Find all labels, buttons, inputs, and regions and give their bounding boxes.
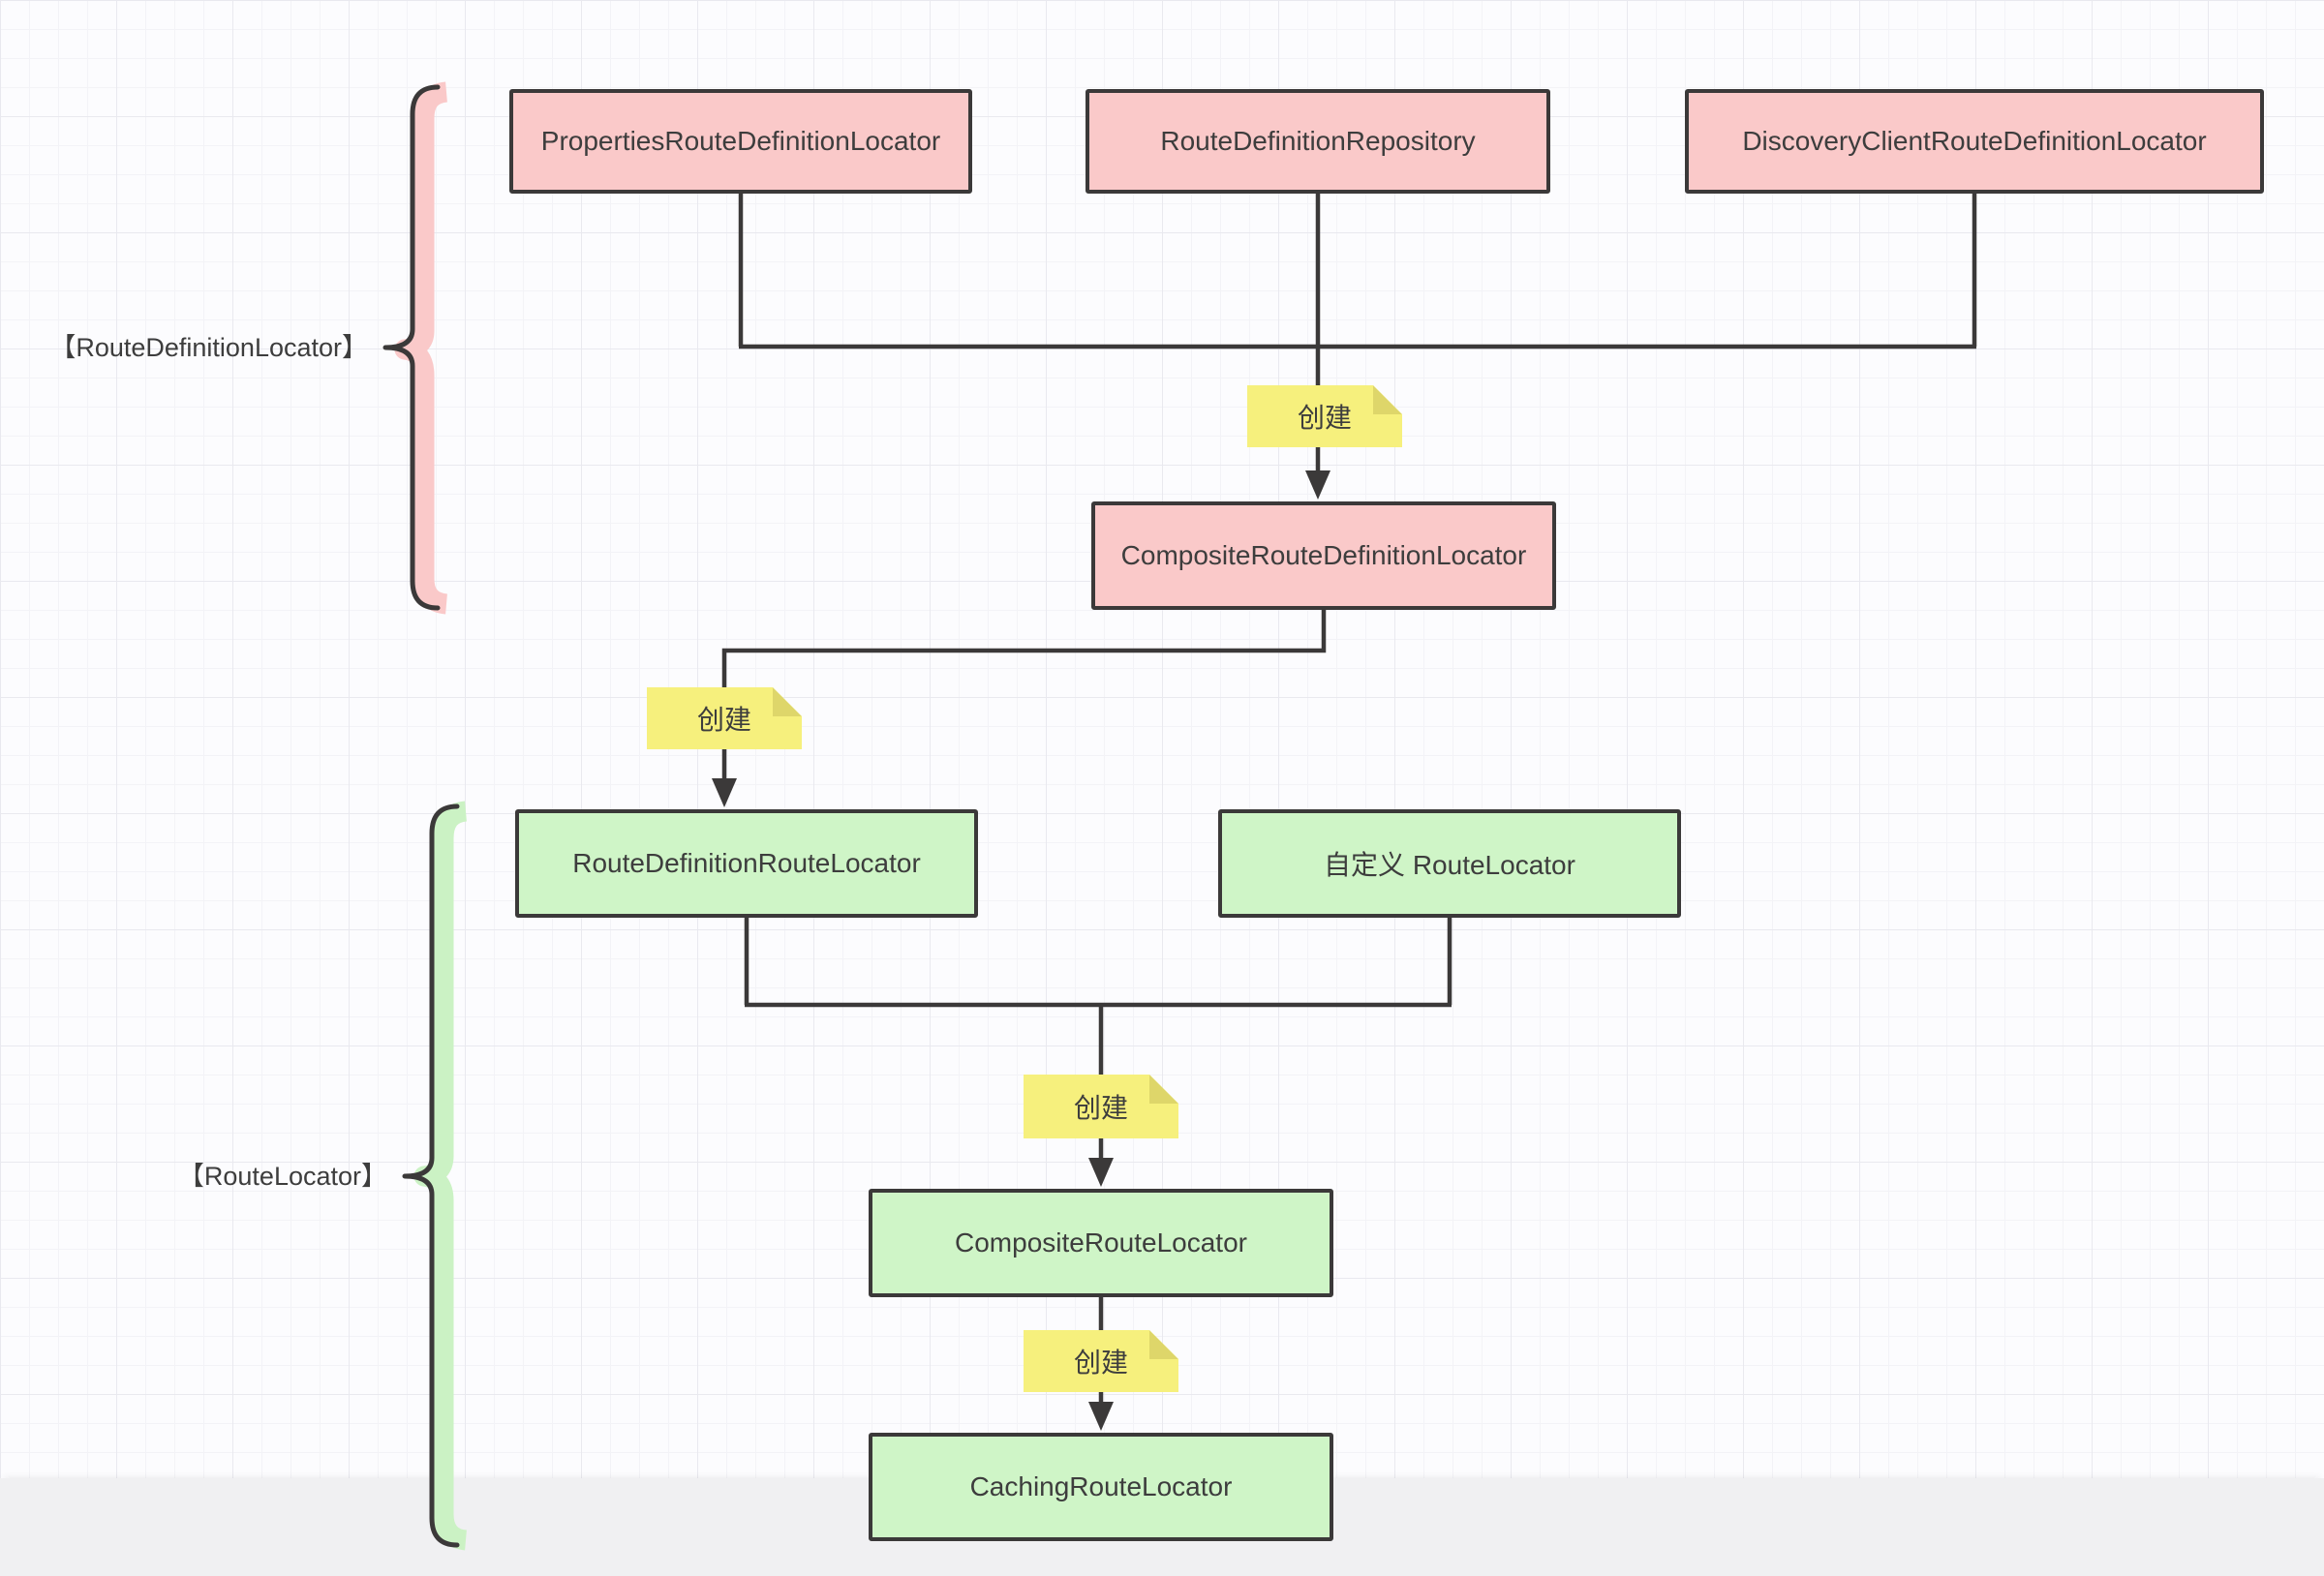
node-label: CompositeRouteDefinitionLocator <box>1120 540 1527 570</box>
group-label-route-definition-locator: 【RouteDefinitionLocator】 <box>49 333 368 362</box>
note-create-2-label: 创建 <box>696 705 751 735</box>
node-label: DiscoveryClientRouteDefinitionLocator <box>1742 126 2207 156</box>
brace-route-definition-locator <box>382 84 441 611</box>
node-properties-route-definition-locator: PropertiesRouteDefinitionLocator <box>509 89 972 194</box>
node-label: RouteDefinitionRepository <box>1160 126 1476 156</box>
arrowhead-to-composite-definition <box>1305 470 1330 500</box>
arrowhead-to-composite-route <box>1088 1158 1114 1187</box>
node-composite-route-locator: CompositeRouteLocator <box>869 1189 1333 1297</box>
brace-route-locator <box>402 803 460 1548</box>
note-create-2: 创建 <box>647 687 802 749</box>
connector-top-group <box>738 194 1977 472</box>
node-composite-route-definition-locator: CompositeRouteDefinitionLocator <box>1091 501 1556 610</box>
node-route-definition-repository: RouteDefinitionRepository <box>1086 89 1550 194</box>
note-create-4-label: 创建 <box>1073 1348 1128 1378</box>
note-create-1: 创建 <box>1247 385 1402 447</box>
node-label: 自定义 RouteLocator <box>1324 850 1575 880</box>
node-label: CompositeRouteLocator <box>955 1227 1247 1258</box>
group-label-route-locator: 【RouteLocator】 <box>177 1162 387 1191</box>
note-create-3: 创建 <box>1024 1075 1178 1138</box>
node-caching-route-locator: CachingRouteLocator <box>869 1433 1333 1541</box>
note-create-4: 创建 <box>1024 1330 1178 1392</box>
node-label: PropertiesRouteDefinitionLocator <box>540 126 941 156</box>
note-create-3-label: 创建 <box>1073 1093 1128 1123</box>
node-label: CachingRouteLocator <box>969 1471 1233 1501</box>
node-label: RouteDefinitionRouteLocator <box>572 848 921 878</box>
node-route-definition-route-locator: RouteDefinitionRouteLocator <box>515 809 978 918</box>
brace-green-band <box>413 801 468 1551</box>
connector-definition-to-routelocator <box>721 610 1327 780</box>
note-create-1-label: 创建 <box>1297 403 1352 433</box>
arrowhead-to-route-definition-route <box>712 778 737 807</box>
node-discovery-client-route-definition-locator: DiscoveryClientRouteDefinitionLocator <box>1685 89 2264 194</box>
node-custom-route-locator: 自定义 RouteLocator <box>1218 809 1681 918</box>
connector-routelocator-group <box>744 918 1452 1160</box>
arrowhead-to-caching-route <box>1088 1402 1114 1431</box>
